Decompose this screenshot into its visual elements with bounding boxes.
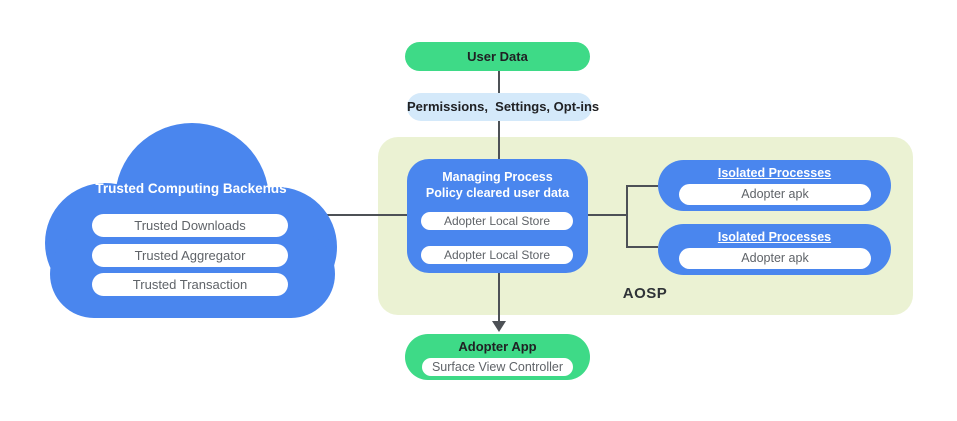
aosp-label: AOSP <box>622 285 668 302</box>
adopter-app-title: Adopter App <box>458 339 537 354</box>
trusted-aggregator-pill: Trusted Aggregator <box>92 244 288 267</box>
trusted-downloads-pill: Trusted Downloads <box>92 214 288 237</box>
trusted-transaction-pill: Trusted Transaction <box>92 273 288 296</box>
surface-view-controller-pill: Surface View Controller <box>422 358 573 376</box>
managing-process-title-line1: Managing Process <box>442 170 553 184</box>
user-data-node: User Data <box>405 42 590 71</box>
adopter-apk-pill: Adopter apk <box>679 184 871 205</box>
adopter-local-store-pill: Adopter Local Store <box>421 246 573 264</box>
adopter-apk-pill: Adopter apk <box>679 248 871 269</box>
connector-cloud-managing <box>320 214 408 216</box>
connector-junction-isolated-1 <box>627 185 658 187</box>
connector-userdata-permissions <box>498 71 500 94</box>
permissions-settings-optins-node: Permissions, Settings, Opt-ins <box>407 93 599 121</box>
isolated-processes-title: Isolated Processes <box>717 230 832 244</box>
connector-managing-junction <box>588 214 627 216</box>
adopter-local-store-pill: Adopter Local Store <box>421 212 573 230</box>
managing-process-title-line2: Policy cleared user data <box>425 186 570 200</box>
trusted-computing-backends-title: Trusted Computing Backends <box>95 181 287 196</box>
connector-managing-adopterapp <box>498 272 500 322</box>
connector-junction-vertical <box>626 185 628 248</box>
connector-permissions-managing <box>498 120 500 160</box>
isolated-processes-title: Isolated Processes <box>717 166 832 180</box>
connector-junction-isolated-2 <box>627 246 658 248</box>
managing-process-title: Managing Process Policy cleared user dat… <box>407 169 588 201</box>
arrow-down-icon <box>492 321 506 332</box>
